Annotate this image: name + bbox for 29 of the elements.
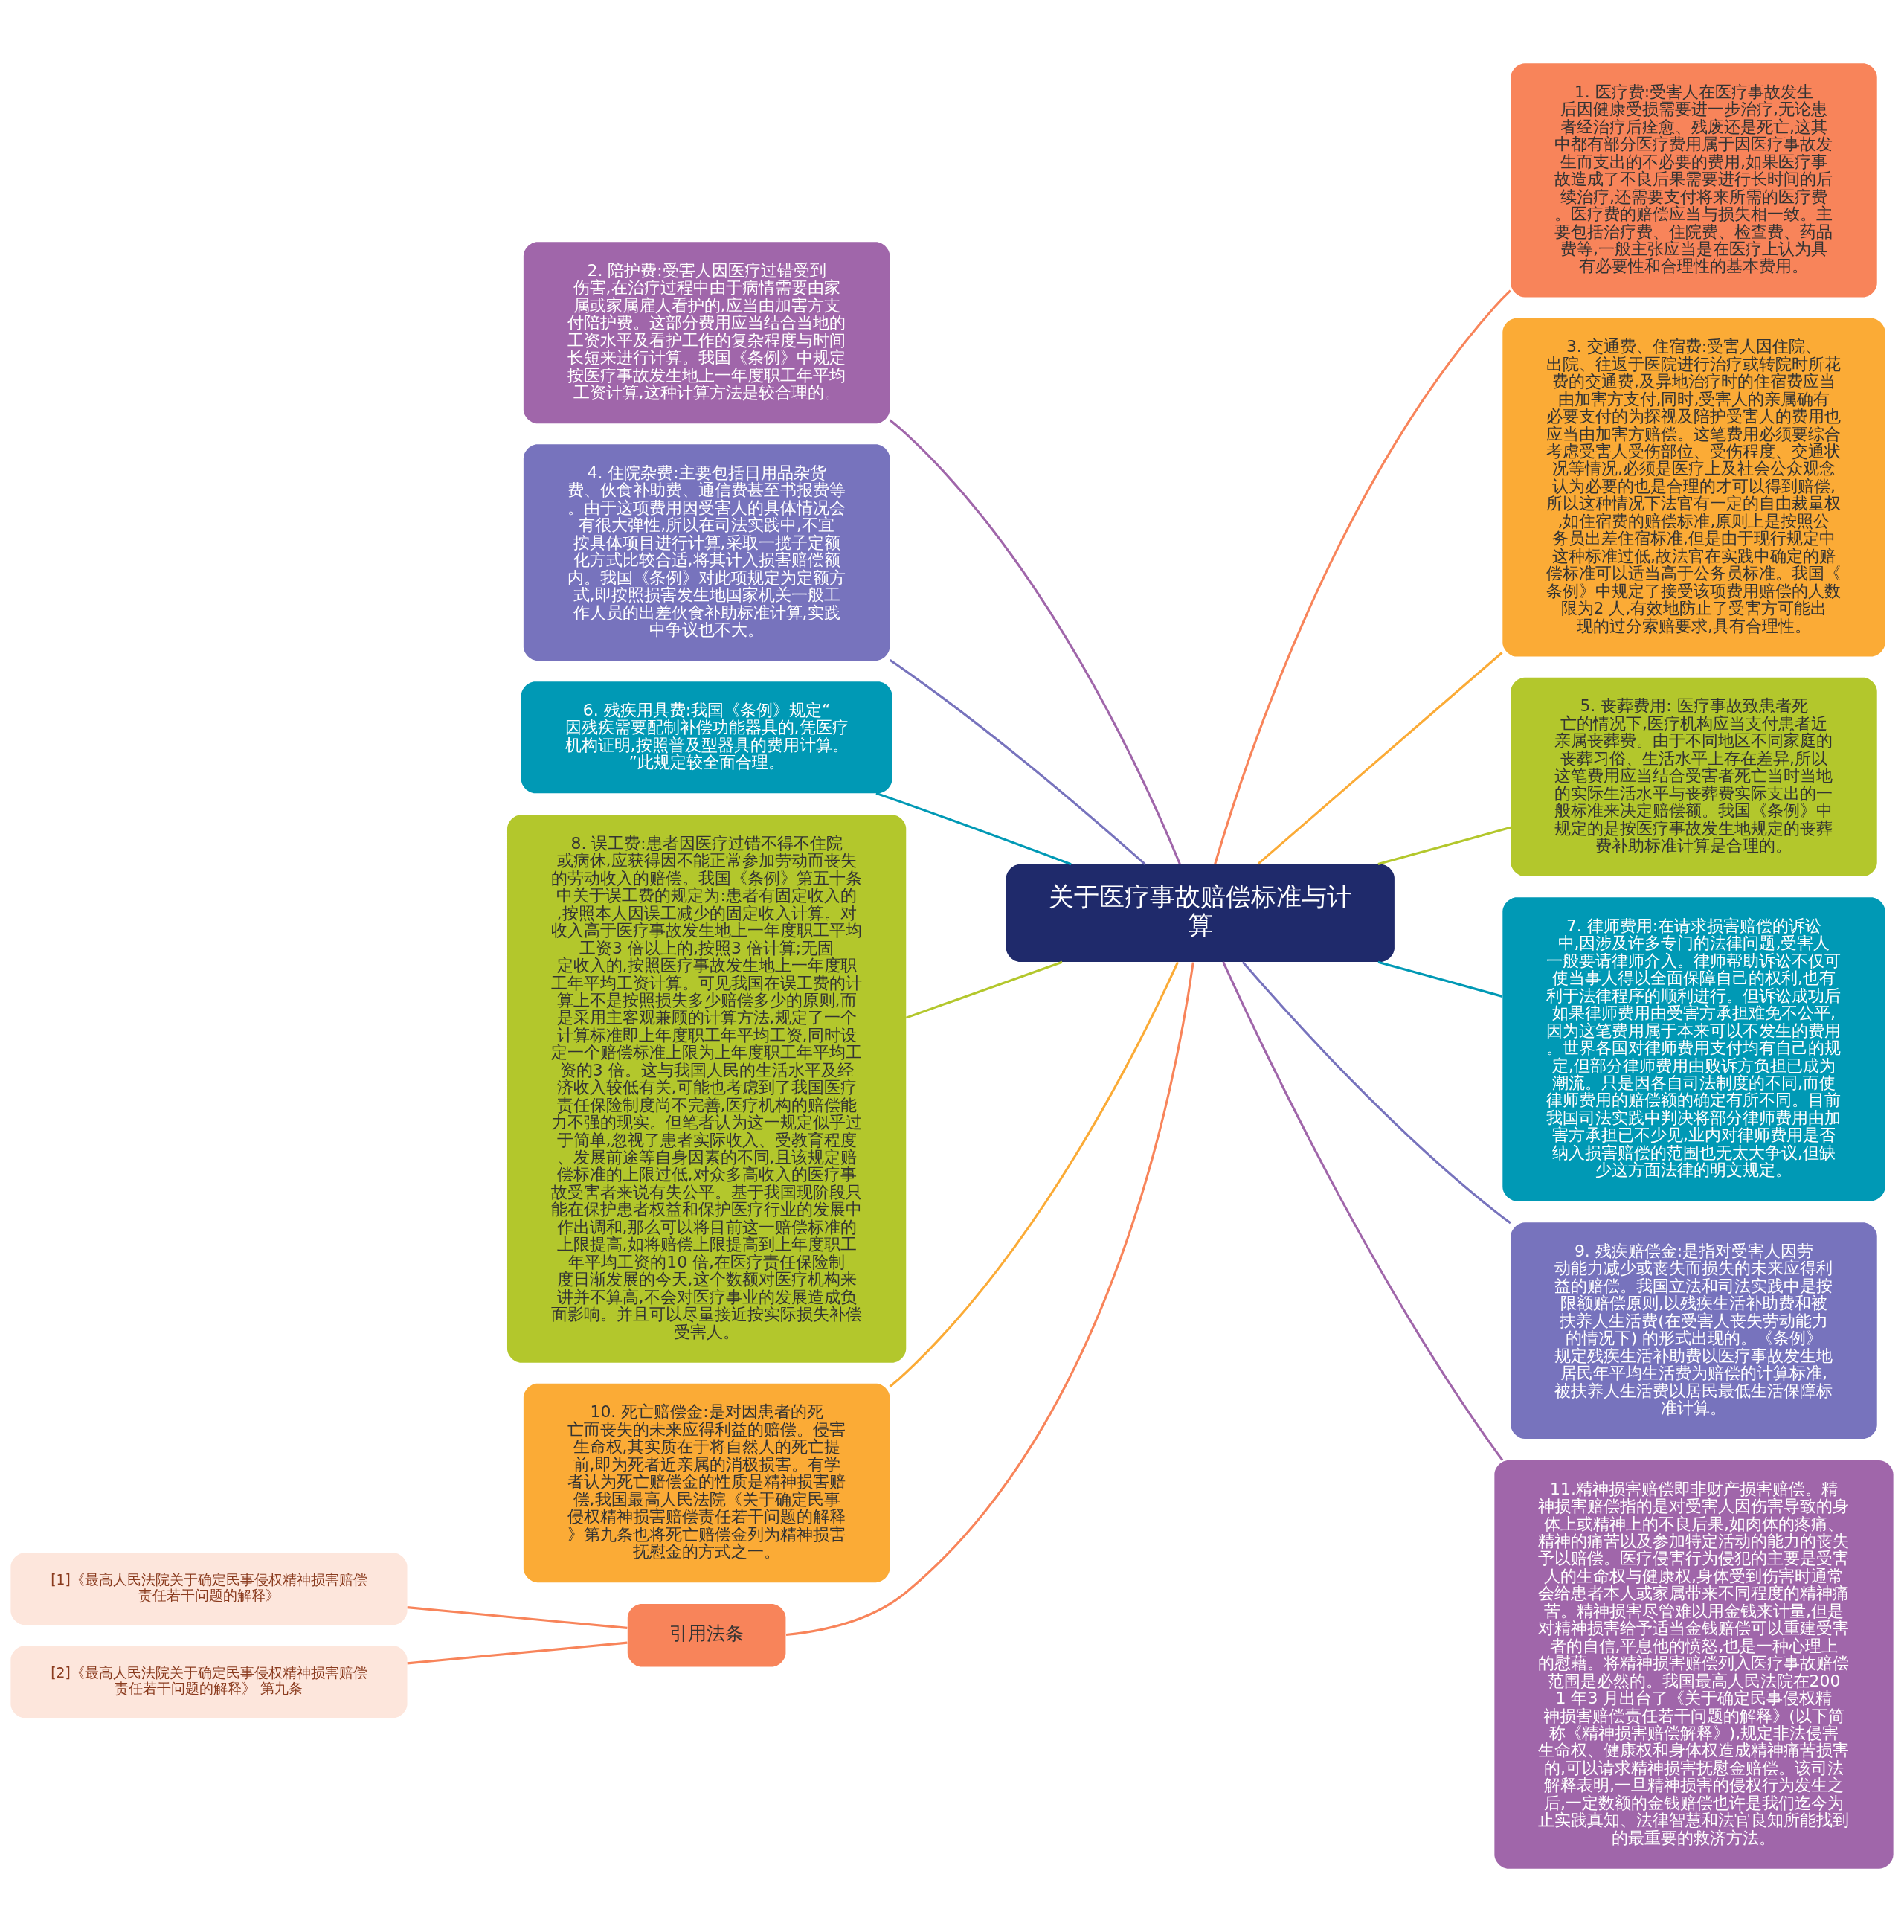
connector [889, 658, 1146, 865]
node-box: 关于医疗事故赔偿标准与计算 [1006, 864, 1395, 963]
node-box: 1. 医疗费:受害人在医疗事故发生后因健康受损需要进一步治疗,无论患者经治疗后痊愈、残废还是死亡,这其中都有部分医疗费用属于因医疗事故发生而支出的不必要的费用,如果医疗事故造成了不良后果需要进行长时间的后续治疗,还需要支付将来所需的医疗费。医疗费的赔偿应当与损失相一致。主要包括治疗费、住院费、检查费、药品费等,一般主张应当是在医疗上认为具有必要性和合理性的基本费用。 [1511, 63, 1877, 298]
connector [785, 962, 1194, 1637]
node-box: 9. 残疾赔偿金:是指对受害人因劳动能力减少或丧失而损失的未来应得利益的赔偿。我国立法和司法实践中是按限额赔偿原则,以残疾生活补助费和被扶养人生活费(在受害人丧失劳动能力的情况下) 的形式出现的。《条例》规定残疾生活补助费以医疗事故发生地居民年平均生活费为赔偿的计算标准,被扶养人生活费以居民最低生活保障标准计算。 [1511, 1222, 1877, 1440]
connector [1377, 960, 1503, 998]
connector [1377, 826, 1511, 866]
node-box: 10. 死亡赔偿金:是对因患者的死亡而丧失的未来应得利益的赔偿。侵害生命权,其实质在于将自然人的死亡提前,即为死者近亲属的消极损害。有学者认为死亡赔偿金的性质是精神损害赔偿,我国最高人民法院《关于确定民事侵权精神损害赔偿责任若干问题的解释》第九条也将死亡赔偿金列为精神损害抚慰金的方式之一。 [523, 1383, 890, 1583]
connector [407, 1606, 628, 1629]
connector [1241, 961, 1511, 1225]
connector [875, 792, 1072, 866]
connector [1214, 289, 1511, 864]
connector [905, 960, 1063, 1019]
node-box: 6. 残疾用具费:我国《条例》规定“因残疾需要配制补偿功能器具的,凭医疗机构证明,按照普及型器具的费用计算。”此规定较全面合理。 [521, 681, 892, 794]
node-box: 4. 住院杂费:主要包括日用品杂货费、伙食补助费、通信费甚至书报费等。由于这项费用因受害人的具体情况会有很大弹性,所以在司法实践中,不宜按具体项目进行计算,采取一揽子定额化方式比较合适,将其计入损害赔偿额内。我国《条例》对此项规定为定额方式,即按照损害发生地国家机关一般工作人员的出差伙食补助标准计算,实践中争议也不大。 [523, 444, 890, 661]
node-box: 3. 交通费、住宿费:受害人因住院、出院、往返于医院进行治疗或转院时所花费的交通费,及异地治疗时的住宿费应当由加害方支付,同时,受害人的亲属确有必要支付的为探视及陪护受害人的费用也应当由加害方赔偿。这笔费用必须要综合考虑受害人受伤部位、受伤程度、交通状况等情况,必须是医疗上及社会公众观念认为必要的也是合理的才可以得到赔偿,所以这种情况下法官有一定的自由裁量权,如住宿费的赔偿标准,原则上是按照公务员出差住宿标准,但是由于现行规定中这种标准过低,故法官在实践中确定的赔偿标准可以适当高于公务员标准。我国《条例》中规定了接受该项费用赔偿的人数限为2 人,有效地防止了受害方可能出现的过分索赔要求,具有合理性。 [1502, 318, 1885, 657]
connector [1257, 652, 1503, 865]
node-box: 2. 陪护费:受害人因医疗过错受到伤害,在治疗过程中由于病情需要由家属或家属雇人看护的,应当由加害方支付陪护费。这部分费用应当结合当地的工资水平及看护工作的复杂程度与时间长短来进行计算。我国《条例》中规定按医疗事故发生地上一年度职工年平均工资计算,这种计算方法是较合理的。 [523, 242, 890, 424]
node-box: 引用法条 [627, 1604, 786, 1667]
node-box: 8. 误工费:患者因医疗过错不得不住院或病休,应获得因不能正常参加劳动而丧失的劳动收入的赔偿。我国《条例》第五十条中关于误工费的规定为:患者有固定收入的,按照本人因误工减少的固定收入计算。对收入高于医疗事故发生地上一年度职工平均工资3 倍以上的,按照3 倍计算;无固定收入的,按照医疗事故发生地上一年度职工年平均工资计算。可见我国在误工费的计算上不是按照损失多少赔偿多少的原则,而是采用主客观兼顾的计算方法,规定了一个计算标准即上年度职工年平均工资,同时设定一个赔偿标准上限为上年度职工年平均工资的3 倍。这与我国人民的生活水平及经济收入较低有关,可能也考虑到了我国医疗责任保险制度尚不完善,医疗机构的赔偿能力不强的现实。但笔者认为这一规定似乎过于简单,忽视了患者实际收入、受教育程度、发展前途等自身因素的不同,且该规定赔偿标准的上限过低,对众多高收入的医疗事故受害者来说有失公平。基于我国现阶段只能在保护患者权益和保护医疗行业的发展中作出调和,那么可以将目前这一赔偿标准的上限提高,如将赔偿上限提高到上年度职工年平均工资的10 倍,在医疗责任保险制度日渐发展的今天,这个数额对医疗机构来讲并不算高,不会对医疗事业的发展造成负面影响。并且可以尽量接近按实际损失补偿受害人。 [507, 815, 907, 1363]
node-box: 7. 律师费用:在请求损害赔偿的诉讼中,因涉及许多专门的法律问题,受害人一般要请律师介入。律师帮助诉讼不仅可使当事人得以全面保障自己的权利,也有利于法律程序的顺利进行。但诉讼成功后如果律师费用由受害方承担难免不公平,因为这笔费用属于本来可以不发生的费用。世界各国对律师费用支付均有自己的规定,但部分律师费用由败诉方负担已成为潮流。只是因各自司法制度的不同,而使律师费用的赔偿额的确定有所不同。目前我国司法实践中判决将部分律师费用由加害方承担已不少见,业内对律师费用是否纳入损害赔偿的范围也无太大争议,但缺少这方面法律的明文规定。 [1502, 897, 1885, 1201]
node-box: [2]《最高人民法院关于确定民事侵权精神损害赔偿责任若干问题的解释》 第九条 [10, 1646, 408, 1718]
connector [1222, 961, 1504, 1461]
connector [889, 961, 1179, 1388]
connector [407, 1641, 628, 1665]
connector [889, 419, 1181, 864]
node-box: [1]《最高人民法院关于确定民事侵权精神损害赔偿责任若干问题的解释》 [10, 1553, 408, 1625]
node-box: 11.精神损害赔偿即非财产损害赔偿。精神损害赔偿指的是对受害人因伤害导致的身体上或精神上的不良后果,如肉体的疼痛、精神的痛苦以及参加特定活动的能力的丧失予以赔偿。医疗侵害行为侵犯的主要是受害人的生命权与健康权,身体受到伤害时通常会给患者本人或家属带来不同程度的精神痛苦。精神损害尽管难以用金钱来计量,但是对精神损害给予适当金钱赔偿可以重建受害者的自信,平息他的愤怒,也是一种心理上的慰藉。将精神损害赔偿列入医疗事故赔偿范围是必然的。我国最高人民法院在2001 年3 月出台了《关于确定民事侵权精神损害赔偿责任若干问题的解释》(以下简称《精神损害赔偿解释》),规定非法侵害生命权、健康权和身体权造成精神痛苦损害的,可以请求精神损害抚慰金赔偿。该司法解释表明,一旦精神损害的侵权行为发生之后,一定数额的金钱赔偿也许是我们迄今为止实践真知、法律智慧和法官良知所能找到的最重要的救济方法。 [1494, 1460, 1894, 1869]
node-box: 5. 丧葬费用: 医疗事故致患者死亡的情况下,医疗机构应当支付患者近亲属丧葬费。由于不同地区不同家庭的丧葬习俗、生活水平上存在差异,所以这笔费用应当结合受害者死亡当时当地的实际生活水平与丧葬费实际支出的一般标准来决定赔偿额。我国《条例》中规定的是按医疗事故发生地规定的丧葬费补助标准计算是合理的。 [1511, 677, 1877, 877]
